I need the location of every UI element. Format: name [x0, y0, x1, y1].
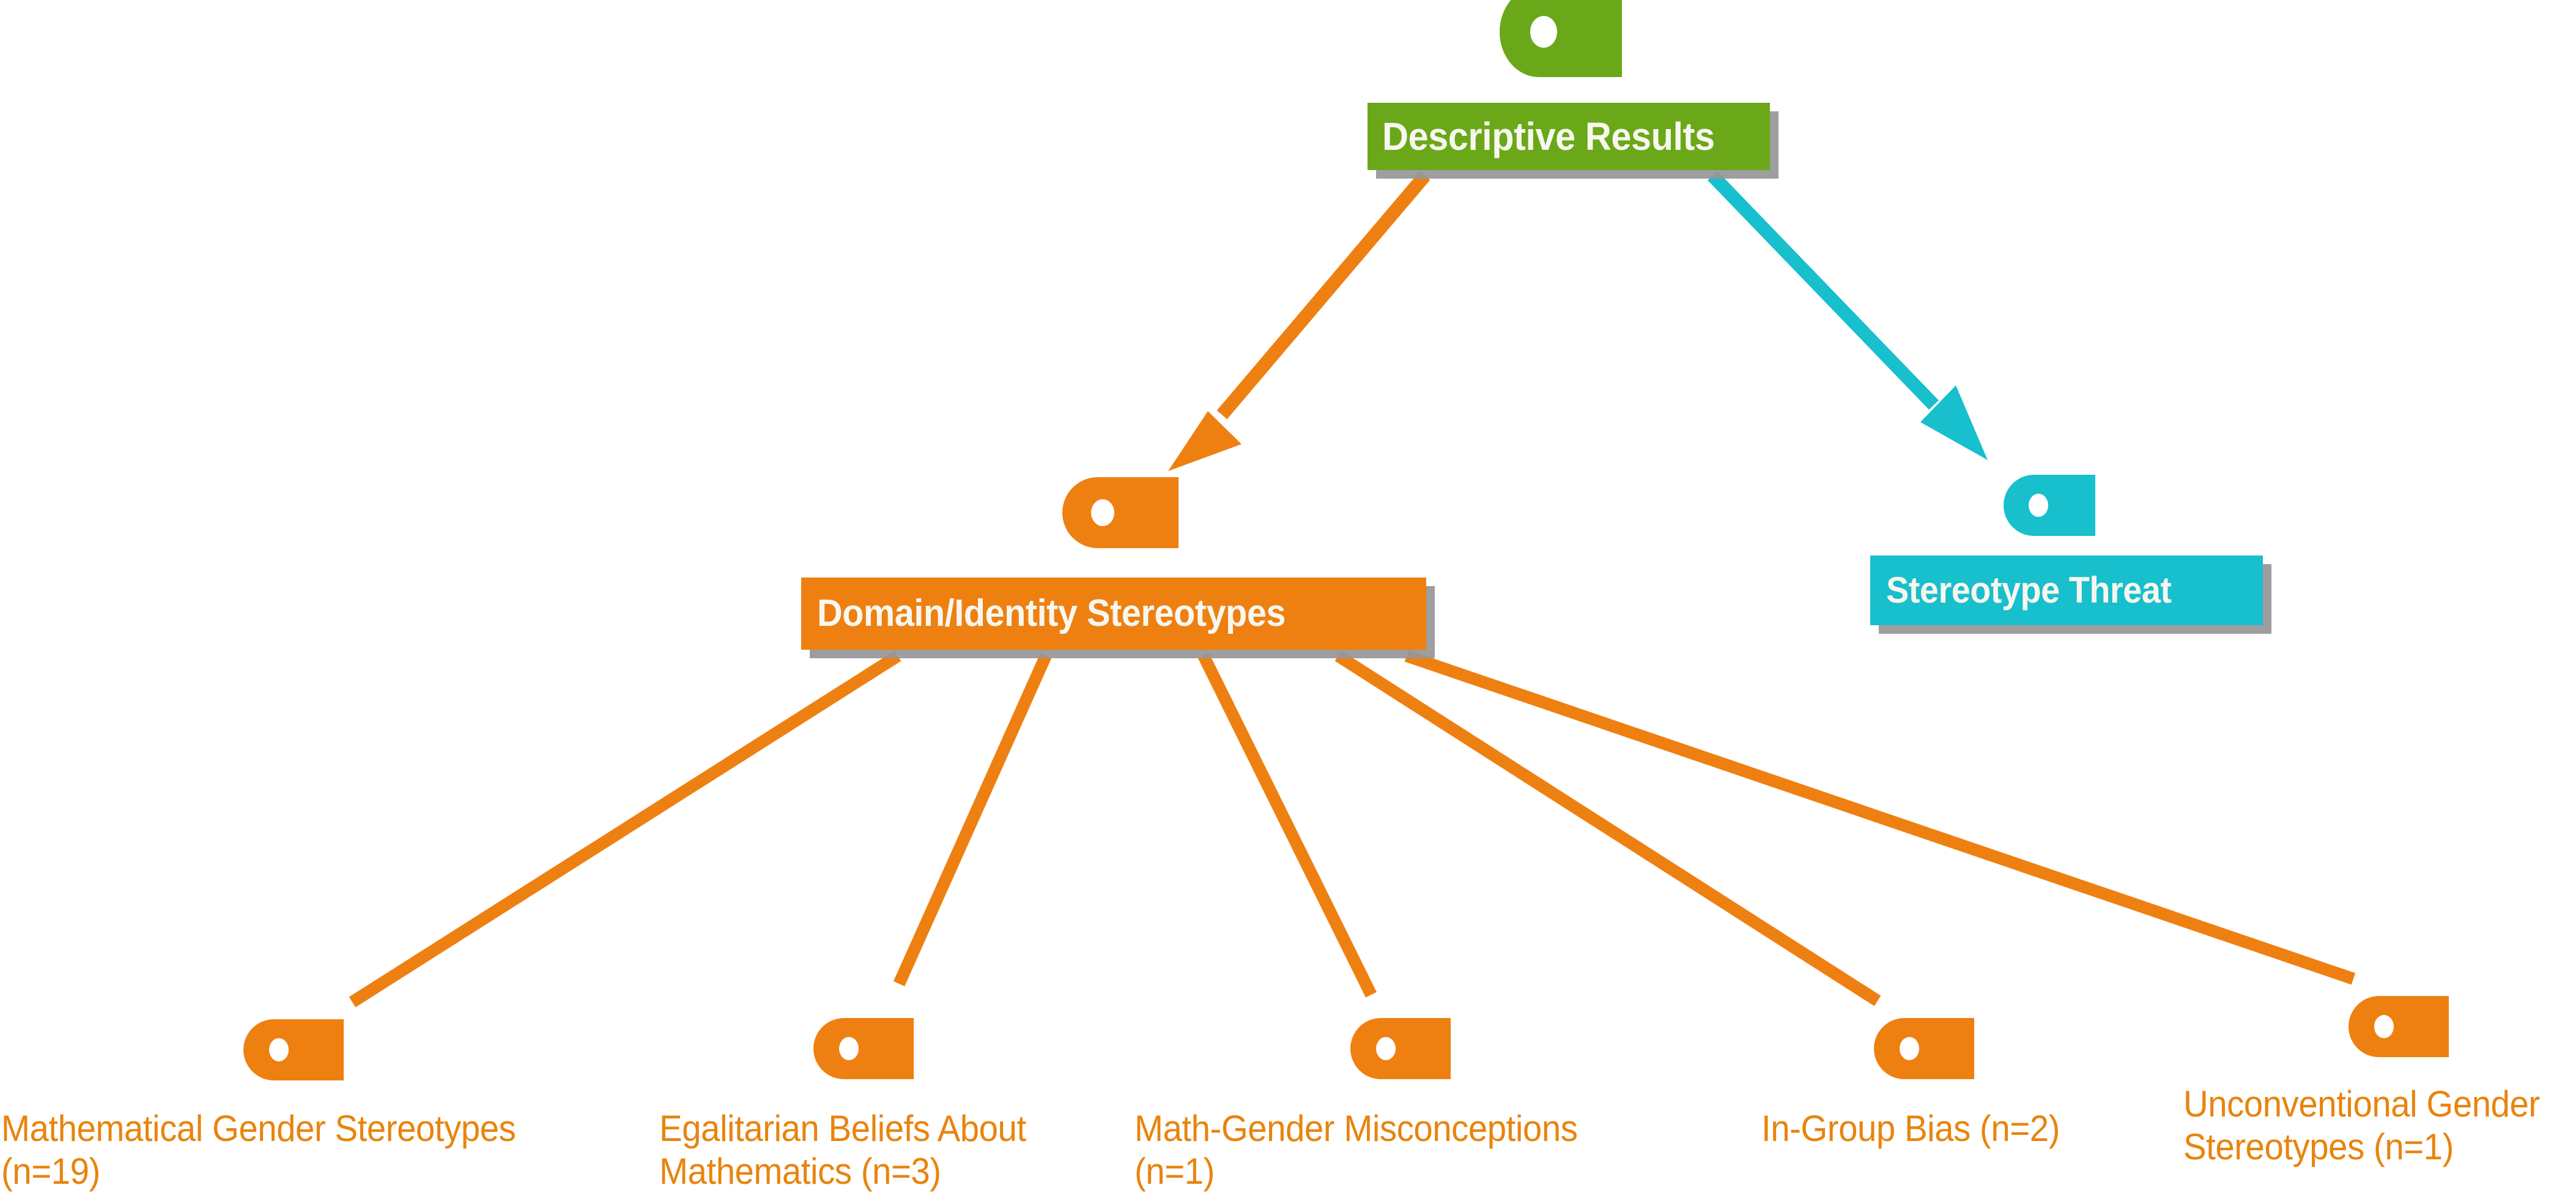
- node-domain-identity-stereotypes[interactable]: Domain/Identity Stereotypes: [801, 578, 1426, 650]
- leaf-label-in-group-bias: In-Group Bias (n=2): [1761, 1108, 2060, 1149]
- edge-domain-to-leaf-4: [1404, 650, 2356, 985]
- node-label-descriptive-results: Descriptive Results: [1382, 114, 1715, 158]
- leaf-label-unconventional-gender-stereotypes: Unconventional Gender Stereotypes (n=1): [2183, 1083, 2540, 1167]
- leaf-label-math-gender-misconceptions: Math-Gender Misconceptions (n=1): [1134, 1108, 1578, 1192]
- node-label-stereotype-threat: Stereotype Threat: [1886, 570, 2172, 611]
- node-stereotype-threat[interactable]: Stereotype Threat: [1870, 556, 2263, 625]
- tag-icon-mathematical-gender-stereotypes: [243, 1019, 344, 1080]
- tag-icon-root: [1500, 0, 1622, 77]
- node-label-domain-identity-stereotypes: Domain/Identity Stereotypes: [817, 592, 1286, 634]
- tag-icon-stereotype-threat: [2004, 475, 2095, 536]
- edge-domain-to-leaf-3: [1334, 650, 1881, 1006]
- edge-domain-to-leaf-0: [349, 650, 901, 1008]
- edge-domain-to-leaf-2: [1198, 653, 1377, 998]
- edge-domain-to-leaf-1: [893, 653, 1052, 987]
- tag-icon-domain-identity-stereotypes: [1062, 477, 1179, 548]
- tag-icon-egalitarian-beliefs-about-mathematics: [813, 1018, 914, 1079]
- edge-root-to-threat: [1708, 171, 1988, 460]
- node-descriptive-results[interactable]: Descriptive Results: [1368, 103, 1770, 170]
- tag-icon-math-gender-misconceptions: [1350, 1018, 1451, 1079]
- tag-icon-in-group-bias: [1874, 1018, 1974, 1079]
- leaf-label-egalitarian-beliefs-about-mathematics: Egalitarian Beliefs About Mathematics (n…: [659, 1108, 1026, 1192]
- leaf-label-mathematical-gender-stereotypes: Mathematical Gender Stereotypes (n=19): [1, 1108, 516, 1192]
- tag-icon-unconventional-gender-stereotypes: [2348, 996, 2449, 1057]
- edge-root-to-domain: [1168, 171, 1430, 471]
